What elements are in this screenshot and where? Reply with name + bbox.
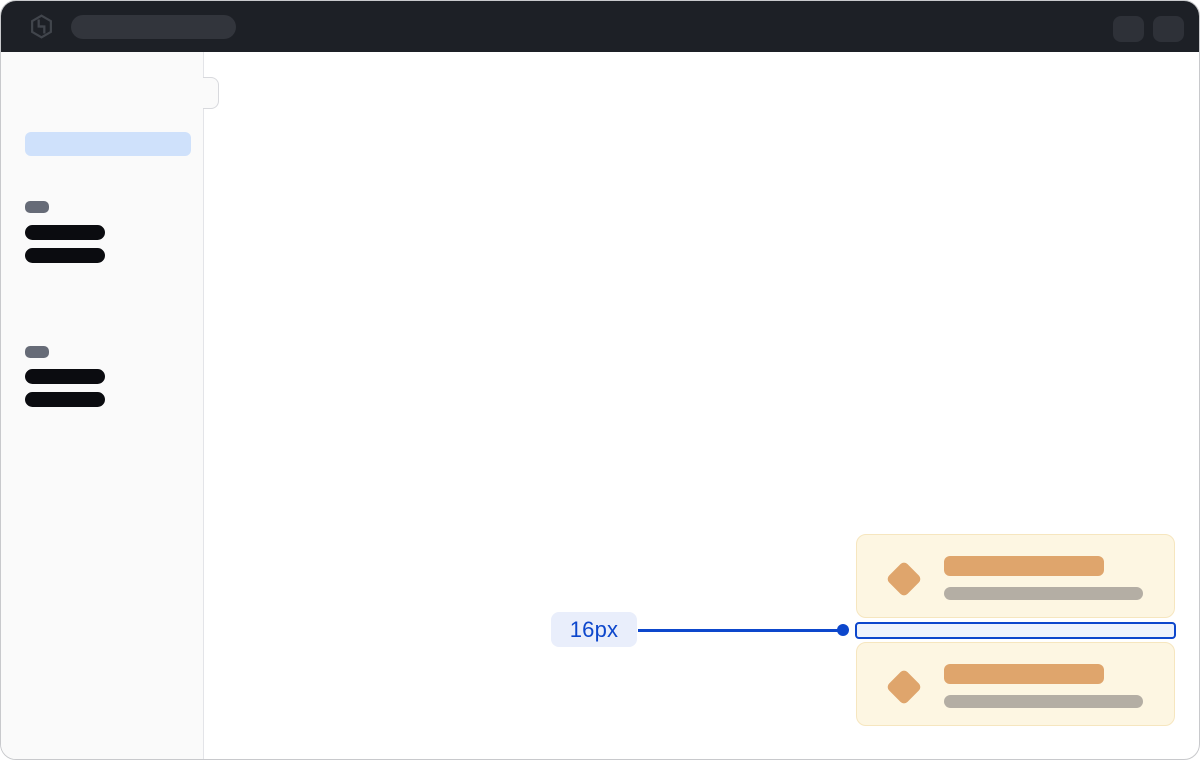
topbar-action-placeholder-2[interactable]: [1153, 16, 1184, 42]
list-item-card[interactable]: [856, 642, 1175, 726]
hashicorp-logo-icon: [29, 14, 54, 39]
sidebar-section-label-placeholder: [25, 201, 49, 213]
card-subtitle-placeholder: [944, 695, 1143, 708]
sidebar: [1, 52, 204, 759]
sidebar-item-active-placeholder[interactable]: [25, 132, 191, 156]
measure-line: [638, 629, 844, 632]
card-title-placeholder: [944, 556, 1104, 576]
sidebar-item-placeholder[interactable]: [25, 392, 105, 407]
sidebar-item-placeholder[interactable]: [25, 225, 105, 240]
sidebar-item-placeholder[interactable]: [25, 369, 105, 384]
sidebar-toggle-handle[interactable]: [203, 77, 219, 109]
spacing-highlight-box: [855, 622, 1176, 639]
diamond-icon: [885, 668, 923, 706]
measure-dot: [837, 624, 849, 636]
list-item-card[interactable]: [856, 534, 1175, 618]
card-title-placeholder: [944, 664, 1104, 684]
spacing-value-badge: 16px: [551, 612, 637, 647]
sidebar-item-placeholder[interactable]: [25, 248, 105, 263]
sidebar-section-label-placeholder: [25, 346, 49, 358]
top-nav-bar: [1, 1, 1199, 52]
diamond-icon: [885, 560, 923, 598]
card-subtitle-placeholder: [944, 587, 1143, 600]
topbar-action-placeholder-1[interactable]: [1113, 16, 1144, 42]
search-input-placeholder[interactable]: [71, 15, 236, 39]
